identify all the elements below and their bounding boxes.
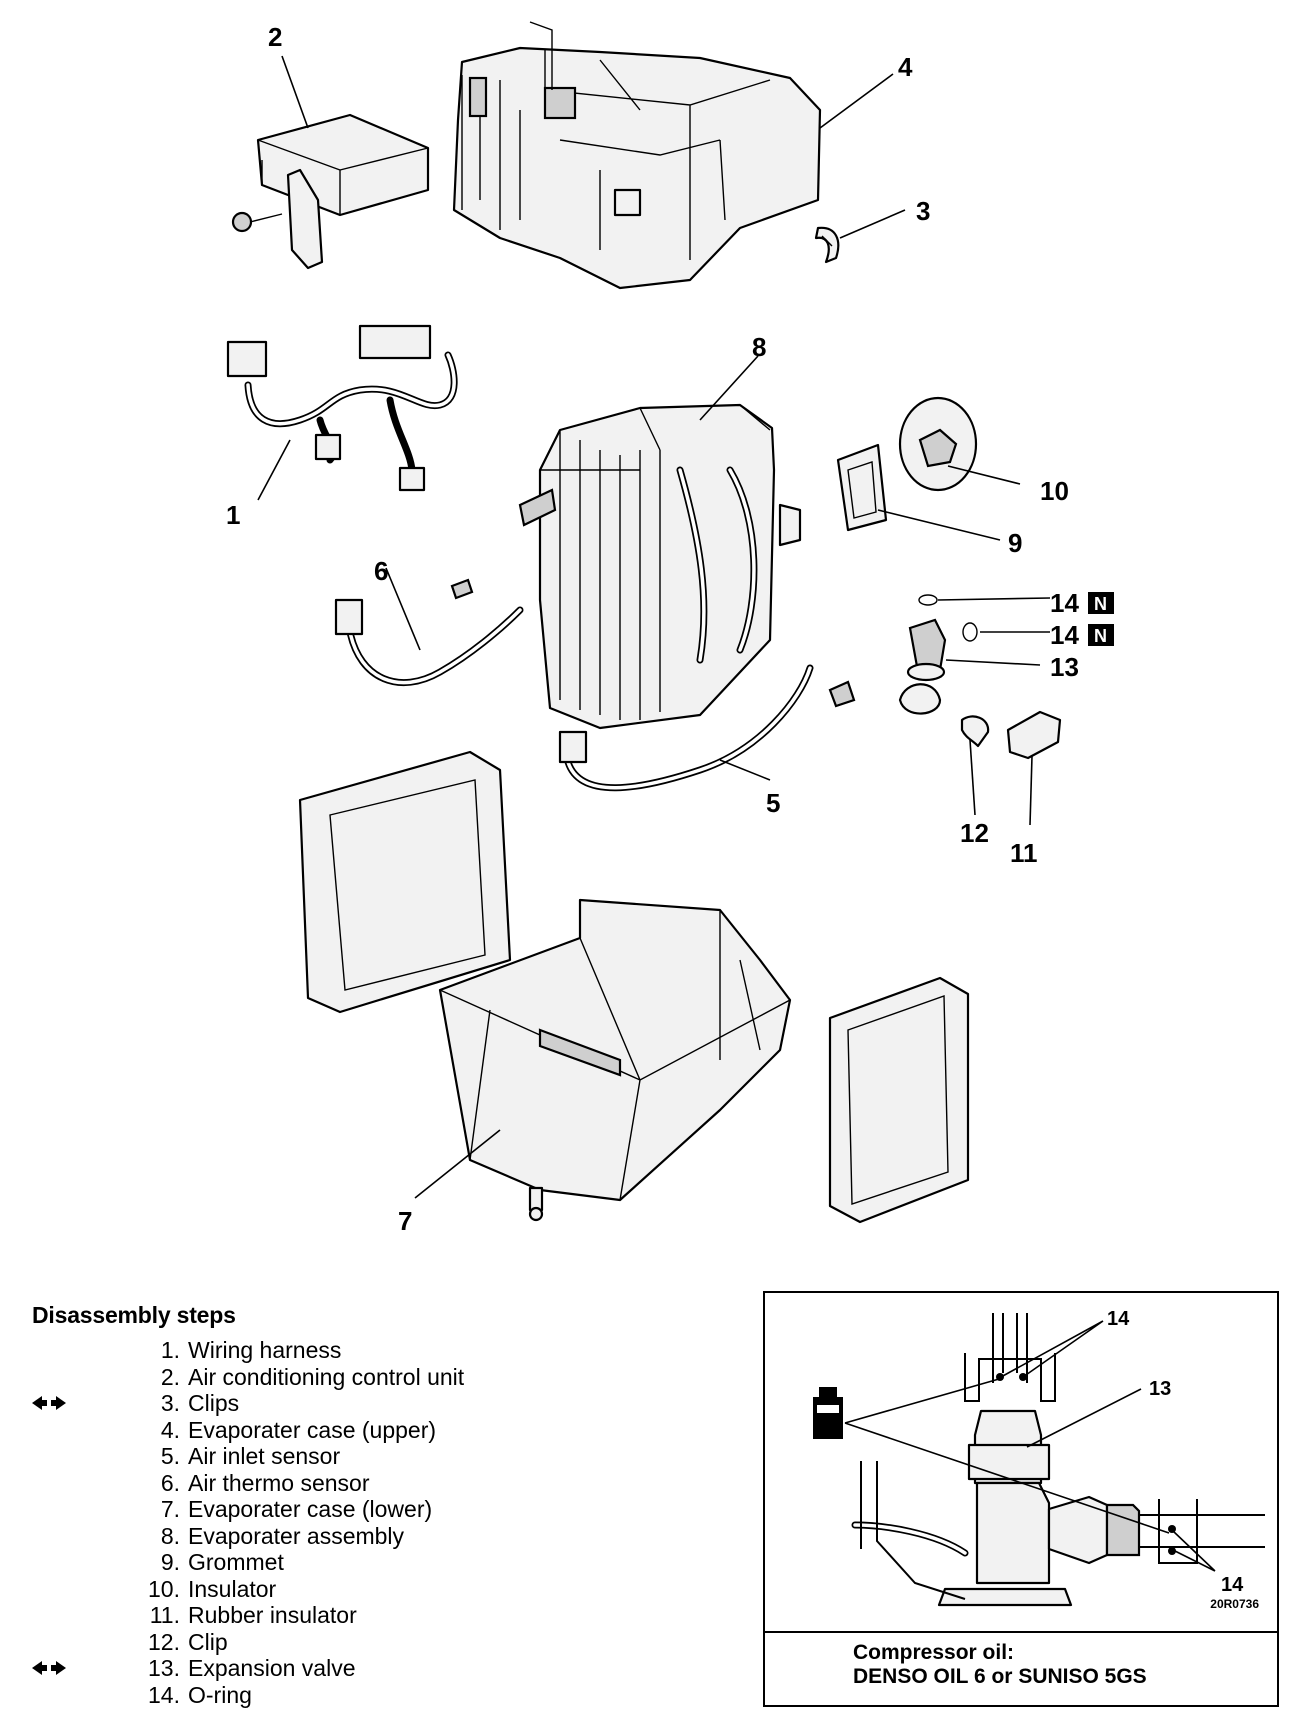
evaporator-case-upper [452,21,822,290]
step-item: 14. O-ring [32,1682,732,1709]
step-text: Wiring harness [188,1337,342,1363]
clips [814,226,840,264]
step-item: 5. Air inlet sensor [32,1443,732,1470]
gasket-frame-right [828,976,970,1224]
callout-4: 4 [898,52,913,82]
evaporator-assembly [518,403,802,730]
grommet [836,443,888,532]
svg-text:N: N [1094,626,1107,646]
oil-can-icon [813,1387,843,1439]
callout-5: 5 [766,788,780,818]
callout-11: 11 [1010,838,1038,868]
callout-13: 13 [1050,652,1079,682]
inset-callout-14-top: 14 [1107,1308,1130,1330]
step-item: 11. Rubber insulator [32,1602,732,1629]
callout-9: 9 [1008,528,1022,558]
step-item: 12. Clip [32,1629,732,1656]
inset-caption: Compressor oil: DENSO OIL 6 or SUNISO 5G… [765,1631,1277,1705]
step-number: 13. [148,1655,180,1681]
step-text: Clip [188,1628,228,1655]
ac-control-unit [231,113,430,270]
step-text: Evaporater case (lower) [188,1496,433,1522]
callout-7: 7 [398,1206,412,1236]
step-number: 8. [160,1522,180,1549]
caption-line-1: Compressor oil: [853,1641,1015,1664]
step-item: 1. Wiring harness [32,1337,732,1364]
step-item: 7. Evaporater case (lower) [32,1496,732,1523]
step-number: 14. [148,1681,180,1708]
step-item: 10. Insulator [32,1576,732,1603]
step-text: Grommet [188,1549,284,1575]
steps-title: Disassembly steps [32,1302,236,1328]
step-number: 3. [160,1390,180,1416]
inset-diagram: 14 13 14 [813,1308,1265,1607]
rubber-insulator [1006,710,1062,760]
step-number: 12. [148,1628,180,1655]
expansion-valve [898,618,947,715]
figure-code: 20R0736 [1210,1597,1259,1611]
step-number: 6. [160,1469,180,1496]
step-item: 9. Grommet [32,1549,732,1576]
step-number: 11. [149,1602,180,1628]
callout-1: 1 [226,500,240,530]
svg-text:N: N [1094,594,1107,614]
callout-10: 10 [1040,476,1069,506]
o-rings [918,594,978,642]
step-text: Clips [188,1390,240,1416]
step-text: Evaporater assembly [188,1522,405,1549]
step-item: 3. Clips [32,1390,732,1417]
step-text: Expansion valve [188,1655,356,1681]
callout-8: 8 [752,332,766,362]
step-text: Rubber insulator [188,1602,357,1628]
leader-lines [257,55,1051,1199]
callout-6: 6 [374,556,388,586]
step-item: 4. Evaporater case (upper) [32,1417,732,1444]
step-number: 5. [160,1443,180,1469]
new-part-badge: N [1088,624,1114,646]
callout-2: 2 [268,22,282,52]
inset-callout-13: 13 [1149,1378,1171,1400]
step-text: Insulator [188,1575,277,1602]
callout-14a: 14 [1050,588,1079,618]
callout-12: 12 [960,818,989,848]
air-inlet-sensor [558,664,856,792]
double-arrow-icon [32,1661,66,1675]
step-number: 4. [160,1416,180,1443]
caption-line-2: DENSO OIL 6 or SUNISO 5GS [853,1665,1147,1688]
step-number: 1. [160,1337,180,1363]
inset-leader-lines [844,1320,1216,1572]
double-arrow-icon [32,1396,66,1410]
side-pipe-fitting [1139,1499,1265,1564]
step-text: O-ring [188,1681,252,1708]
step-item: 6. Air thermo sensor [32,1470,732,1497]
upper-pipe-fitting [964,1313,1056,1402]
air-thermo-sensor [334,578,524,687]
evaporator-case-lower [438,898,792,1222]
steps-list: 1. Wiring harness 2. Air conditioning contr… [32,1337,732,1708]
wiring-harness [226,324,458,492]
insulator [898,396,978,492]
step-number: 10. [148,1575,180,1602]
step-text: Air conditioning control unit [188,1363,465,1390]
step-number: 2. [160,1363,180,1390]
callout-3: 3 [916,196,930,226]
inset-detail: 14 13 14 20R0736 Compressor oil: DENSO O… [763,1291,1279,1707]
step-text: Evaporater case (upper) [188,1416,437,1443]
disassembly-steps: Disassembly steps 1. Wiring harness 2. Air … [32,1302,732,1708]
inset-callout-14-bottom: 14 [1221,1574,1244,1596]
step-item: 8. Evaporater assembly [32,1523,732,1550]
step-text: Air inlet sensor [188,1443,341,1469]
valve-body [851,1409,1141,1607]
step-item: 2. Air conditioning control unit [32,1364,732,1391]
step-number: 9. [160,1549,180,1575]
gasket-frame-left [298,750,512,1014]
step-text: Air thermo sensor [188,1469,370,1496]
step-number: 7. [160,1496,180,1522]
new-part-badge: N [1088,592,1114,614]
callout-14b: 14 [1050,620,1079,650]
step-item: 13. Expansion valve [32,1655,732,1682]
clip-12 [960,715,990,748]
